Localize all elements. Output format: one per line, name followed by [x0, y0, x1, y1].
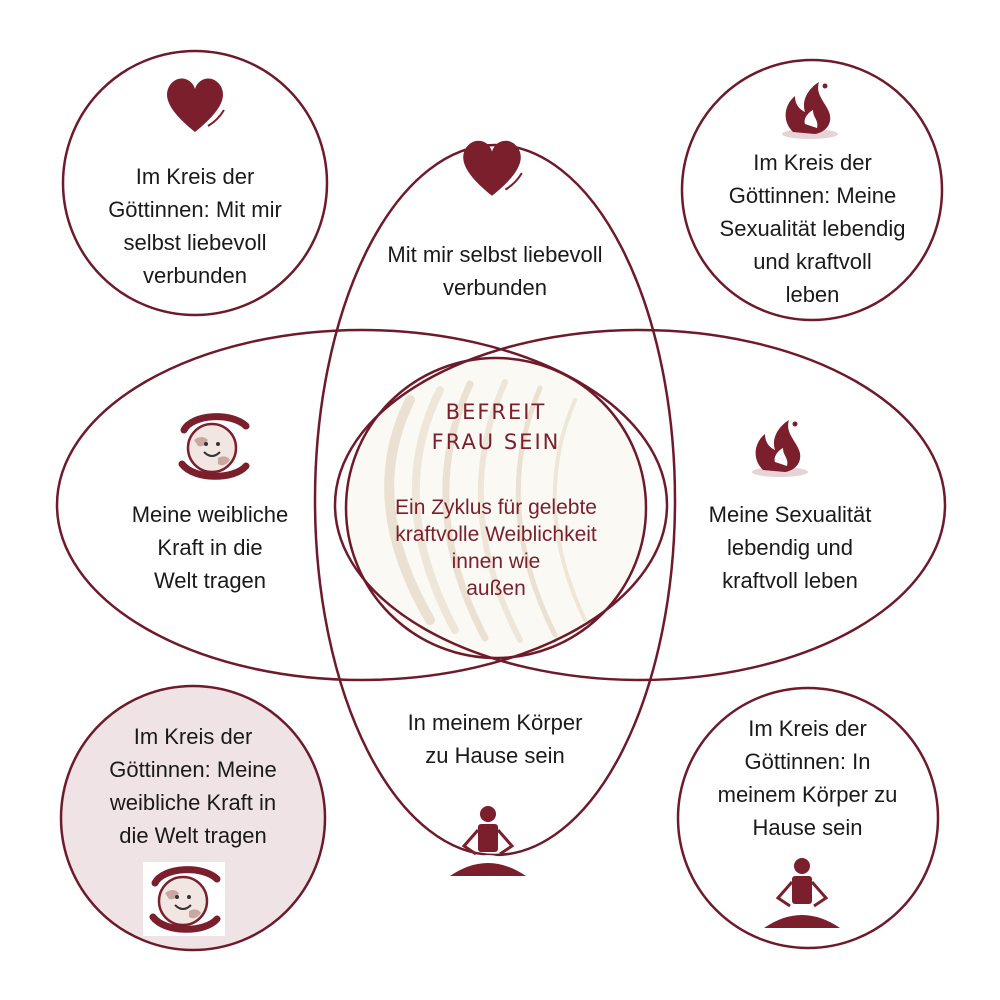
text-line: weibliche Kraft in	[109, 790, 277, 815]
text-line: leben	[785, 282, 840, 307]
text-line: Im Kreis der	[748, 716, 867, 741]
ellipse-right	[333, 328, 947, 682]
globe-icon	[178, 413, 250, 480]
center-subtitle: Ein Zyklus für gelebte kraftvolle Weibli…	[356, 494, 636, 602]
text-line: die Welt tragen	[119, 823, 267, 848]
text-line: Kraft in die	[157, 535, 263, 560]
text-line: Ein Zyklus für gelebte	[395, 496, 597, 519]
text-line: Meine Sexualität	[708, 502, 872, 527]
text-line: meinem Körper zu	[717, 782, 898, 807]
text-line: Im Kreis der	[135, 164, 255, 189]
heart-icon	[167, 78, 225, 132]
center-title: BEFREIT FRAU SEIN	[396, 397, 596, 457]
text-line: Mit mir selbst liebevoll	[387, 242, 603, 267]
text-line: innen wie	[451, 550, 541, 573]
center-circle	[344, 356, 648, 660]
ellipse-right-label: Meine Sexualität lebendig und kraftvoll …	[670, 498, 910, 597]
text-line: Im Kreis der	[753, 150, 872, 175]
text-line: verbunden	[143, 263, 247, 288]
text-line: Sexualität lebendig	[719, 216, 906, 241]
text-line: lebendig und	[726, 535, 853, 560]
text-line: kraftvolle Weiblichkeit	[395, 523, 597, 546]
text-line: In meinem Körper	[407, 710, 583, 735]
circle-bottom-right	[676, 686, 940, 950]
ellipse-top	[313, 143, 677, 857]
flame-icon	[752, 420, 808, 477]
text-line: zu Hause sein	[425, 743, 565, 768]
meditation-icon	[450, 806, 526, 876]
text-line: Hause sein	[752, 815, 863, 840]
text-line: BEFREIT	[445, 400, 547, 424]
text-line: Welt tragen	[153, 568, 267, 593]
text-line: Göttinnen: In	[744, 749, 871, 774]
text-line: verbunden	[443, 275, 547, 300]
circle-top-right-label: Im Kreis der Göttinnen: Meine Sexualität…	[690, 146, 935, 311]
text-line: und kraftvoll	[753, 249, 872, 274]
ellipse-top-label: Mit mir selbst liebevoll verbunden	[345, 238, 645, 304]
circle-top-right	[680, 58, 944, 322]
text-line: außen	[466, 577, 526, 600]
text-line: Im Kreis der	[133, 724, 253, 749]
text-line: FRAU SEIN	[431, 430, 561, 454]
swirl-decoration	[346, 358, 646, 658]
text-line: Göttinnen: Mit mir	[108, 197, 282, 222]
circle-bottom-left-label: Im Kreis der Göttinnen: Meine weibliche …	[78, 720, 308, 852]
text-line: Göttinnen: Meine	[109, 757, 277, 782]
circle-top-left-label: Im Kreis der Göttinnen: Mit mir selbst l…	[80, 160, 310, 292]
text-line: selbst liebevoll	[123, 230, 267, 255]
ellipse-bottom-label: In meinem Körper zu Hause sein	[370, 706, 620, 772]
circle-top-left	[61, 49, 329, 317]
globe-icon	[149, 866, 221, 933]
ellipse-left	[55, 328, 669, 682]
circle-bottom-left	[59, 684, 327, 952]
circle-bottom-right-label: Im Kreis der Göttinnen: In meinem Körper…	[690, 712, 925, 844]
flame-icon	[782, 82, 838, 139]
heart-icon	[463, 140, 523, 196]
text-line: kraftvoll leben	[722, 568, 858, 593]
text-line: Meine weibliche	[131, 502, 289, 527]
ellipse-left-label: Meine weibliche Kraft in die Welt tragen	[95, 498, 325, 597]
text-line: Göttinnen: Meine	[728, 183, 897, 208]
meditation-icon	[764, 858, 840, 928]
